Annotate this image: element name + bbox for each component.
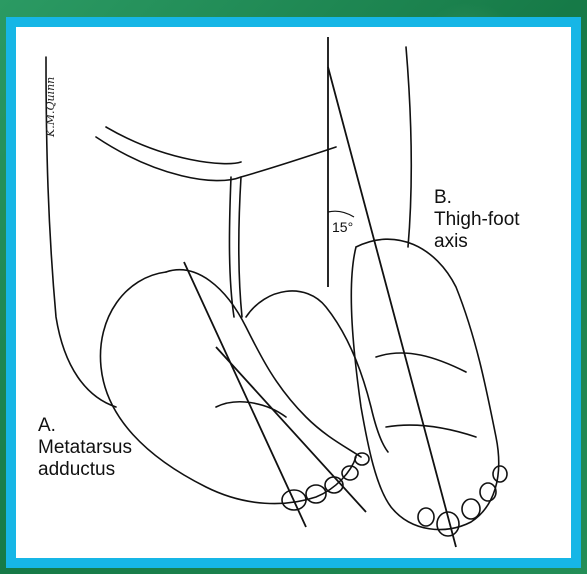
angle-label: 15° xyxy=(332,219,353,235)
right-foot-outline xyxy=(351,239,498,529)
label-a: A. Metatarsus adductus xyxy=(38,415,132,481)
illustration-canvas: K.M.Quinn 15° B. Thigh-foot axis A. Meta… xyxy=(16,27,571,558)
artist-signature: K.M.Quinn xyxy=(44,77,57,137)
label-b-letter: B. xyxy=(434,187,520,209)
left-toe-5 xyxy=(355,453,369,465)
label-b-line1: Thigh-foot xyxy=(434,209,520,231)
right-toe-5 xyxy=(418,508,434,526)
forefoot-line xyxy=(216,347,366,512)
left-foot-inner xyxy=(166,270,361,457)
left-foot-outline xyxy=(100,272,356,504)
right-toe-4 xyxy=(493,466,507,482)
sole-crease-1 xyxy=(376,353,466,372)
image-frame: K.M.Quinn 15° B. Thigh-foot axis A. Meta… xyxy=(6,17,581,568)
label-a-line1: Metatarsus xyxy=(38,437,132,459)
foot-axis-line xyxy=(328,67,456,547)
label-a-line2: adductus xyxy=(38,459,132,481)
angle-arc xyxy=(328,211,354,217)
label-a-letter: A. xyxy=(38,415,132,437)
right-toe-2 xyxy=(462,499,480,519)
heel-bisector-line xyxy=(184,262,306,527)
body-crease-2 xyxy=(106,127,241,164)
body-crease xyxy=(96,137,336,181)
right-thigh-outline xyxy=(406,47,411,247)
label-b: B. Thigh-foot axis xyxy=(434,187,520,253)
center-crease xyxy=(229,177,234,317)
center-crease-2 xyxy=(239,177,242,317)
label-b-line2: axis xyxy=(434,231,520,253)
sole-crease-2 xyxy=(386,425,476,437)
